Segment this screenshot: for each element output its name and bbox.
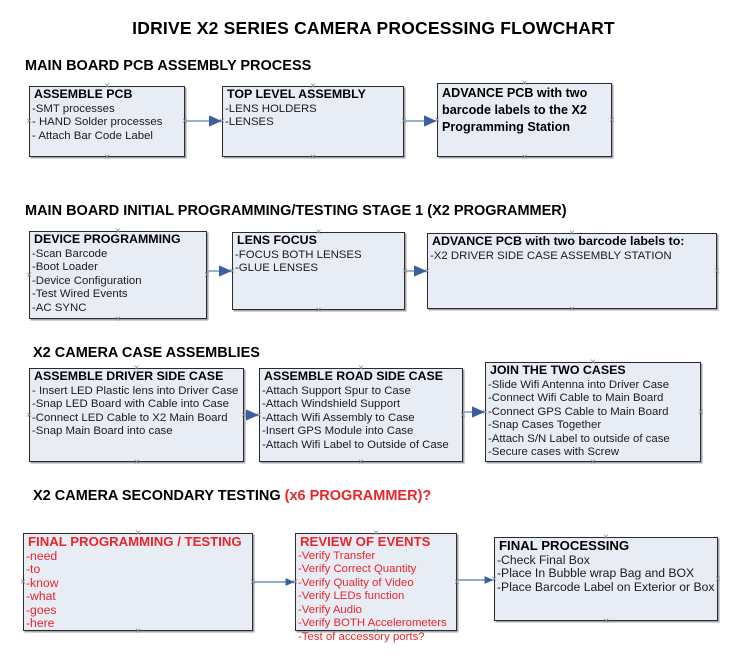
node-lens-focus[interactable]: LENS FOCUS -FOCUS BOTH LENSES -GLUE LENS… [232, 232, 405, 310]
node-line: -FOCUS BOTH LENSES [235, 248, 362, 261]
node-line: -Test of accessory ports? [298, 631, 425, 644]
page-title: IDRIVE X2 SERIES CAMERA PROCESSING FLOWC… [132, 18, 615, 38]
node-line: -Connect Wifi Cable to Main Board [488, 392, 664, 405]
node-line: -Secure cases with Screw [488, 446, 620, 459]
node-line: -Attach Support Spur to Case [262, 384, 411, 397]
node-title: JOIN THE TWO CASES [490, 363, 626, 377]
section-header-main-board-pcb-assembly-process: MAIN BOARD PCB ASSEMBLY PROCESS [25, 58, 311, 74]
node-assemble-pcb[interactable]: ASSEMBLE PCB -SMT processes - HAND Solde… [29, 86, 185, 157]
node-line: -LENS HOLDERS [225, 102, 317, 115]
node-line: -Test Wired Events [32, 288, 128, 301]
node-advance-pcb-driver-side-case[interactable]: ADVANCE PCB with two barcode labels to: … [427, 233, 717, 309]
node-line: -here [26, 616, 55, 631]
section-header-accent-text: (x6 PROGRAMMER)? [284, 488, 432, 504]
section-header-text: MAIN BOARD PCB ASSEMBLY PROCESS [25, 58, 312, 74]
node-line: - HAND Solder processes [32, 116, 163, 129]
node-line: -Attach Windshield Support [262, 398, 401, 411]
node-line: -Snap LED Board with Cable into Case [32, 398, 229, 411]
node-line: -Verify BOTH Accelerometers [298, 617, 447, 630]
node-line: -LENSES [225, 116, 274, 129]
node-device-programming[interactable]: DEVICE PROGRAMMING -Scan Barcode -Boot L… [29, 231, 207, 319]
node-line: -Snap Main Board into case [32, 425, 173, 438]
node-line: - Attach Bar Code Label [32, 129, 153, 142]
node-join-the-two-cases[interactable]: JOIN THE TWO CASES -Slide Wifi Antenna i… [485, 362, 701, 462]
section-header-text: MAIN BOARD INITIAL PROGRAMMING/TESTING S… [25, 203, 567, 219]
node-title: TOP LEVEL ASSEMBLY [227, 87, 366, 101]
node-top-level-assembly[interactable]: TOP LEVEL ASSEMBLY -LENS HOLDERS -LENSES [222, 86, 404, 157]
node-title: FINAL PROCESSING [499, 538, 630, 553]
node-line: -GLUE LENSES [235, 262, 318, 275]
node-title: DEVICE PROGRAMMING [34, 232, 181, 246]
node-line: -what [26, 589, 56, 604]
node-line: -SMT processes [32, 102, 115, 115]
node-line: -Verify LEDs function [298, 590, 405, 603]
node-line: -Scan Barcode [32, 247, 108, 260]
node-advance-pcb-programming-station[interactable]: ADVANCE PCB with two barcode labels to t… [437, 83, 612, 157]
node-title: ASSEMBLE PCB [34, 87, 133, 101]
node-line: -to [26, 562, 41, 577]
node-assemble-road-side-case[interactable]: ASSEMBLE ROAD SIDE CASE -Attach Support … [259, 368, 463, 462]
node-line: -X2 DRIVER SIDE CASE ASSEMBLY STATION [430, 249, 672, 262]
section-header-text: X2 CAMERA CASE ASSEMBLIES [33, 345, 260, 361]
node-line: -goes [26, 602, 57, 617]
node-line: -Attach S/N Label to outside of case [488, 432, 670, 445]
node-line: -Place In Bubble wrap Bag and BOX [497, 566, 695, 581]
node-line: -Verify Correct Quantity [298, 563, 417, 576]
node-line: -Connect LED Cable to X2 Main Board [32, 411, 228, 424]
node-line: -Insert GPS Module into Case [262, 425, 414, 438]
node-line: -Device Configuration [32, 274, 142, 287]
node-title: ASSEMBLE ROAD SIDE CASE [264, 369, 443, 383]
node-line: -Verify Quality of Video [298, 576, 414, 589]
node-assemble-driver-side-case[interactable]: ASSEMBLE DRIVER SIDE CASE - Insert LED P… [29, 368, 244, 462]
node-title: LENS FOCUS [237, 233, 317, 247]
section-header-x2-camera-case-assemblies: X2 CAMERA CASE ASSEMBLIES [33, 345, 260, 361]
node-line: -AC SYNC [32, 301, 87, 314]
section-header-main-board-initial-programming-testing-stage-1: MAIN BOARD INITIAL PROGRAMMING/TESTING S… [25, 203, 567, 219]
node-title: FINAL PROGRAMMING / TESTING [28, 534, 242, 549]
node-line: -Verify Transfer [298, 549, 376, 562]
node-line: -Attach Wifi Assembly to Case [262, 411, 415, 424]
node-title: ASSEMBLE DRIVER SIDE CASE [34, 369, 224, 383]
node-line: -Verify Audio [298, 603, 362, 616]
node-line: -Place Barcode Label on Exterior or Box [497, 579, 715, 594]
node-line: -Slide Wifi Antenna into Driver Case [488, 378, 670, 391]
node-line: -Snap Cases Together [488, 419, 602, 432]
node-line: -Boot Loader [32, 261, 98, 274]
node-line: - Insert LED Plastic lens into Driver Ca… [32, 384, 239, 397]
section-header-text: X2 CAMERA SECONDARY TESTING [33, 488, 285, 504]
node-line: -Attach Wifi Label to Outside of Case [262, 438, 449, 451]
section-header-x2-camera-secondary-testing: X2 CAMERA SECONDARY TESTING (x6 PROGRAMM… [33, 488, 431, 504]
node-title: REVIEW OF EVENTS [300, 534, 431, 549]
node-line: -know [26, 575, 59, 590]
node-line: -Check Final Box [497, 552, 590, 567]
node-title: ADVANCE PCB with two barcode labels to: [432, 234, 685, 248]
node-title: ADVANCE PCB with two barcode labels to t… [442, 86, 588, 134]
node-line: -Connect GPS Cable to Main Board [488, 405, 669, 418]
node-final-processing[interactable]: FINAL PROCESSING -Check Final Box -Place… [494, 537, 718, 621]
node-final-programming-testing[interactable]: FINAL PROGRAMMING / TESTING -need -to -k… [23, 533, 253, 631]
node-review-of-events[interactable]: REVIEW OF EVENTS -Verify Transfer -Verif… [295, 533, 457, 643]
node-line: -need [26, 548, 58, 563]
